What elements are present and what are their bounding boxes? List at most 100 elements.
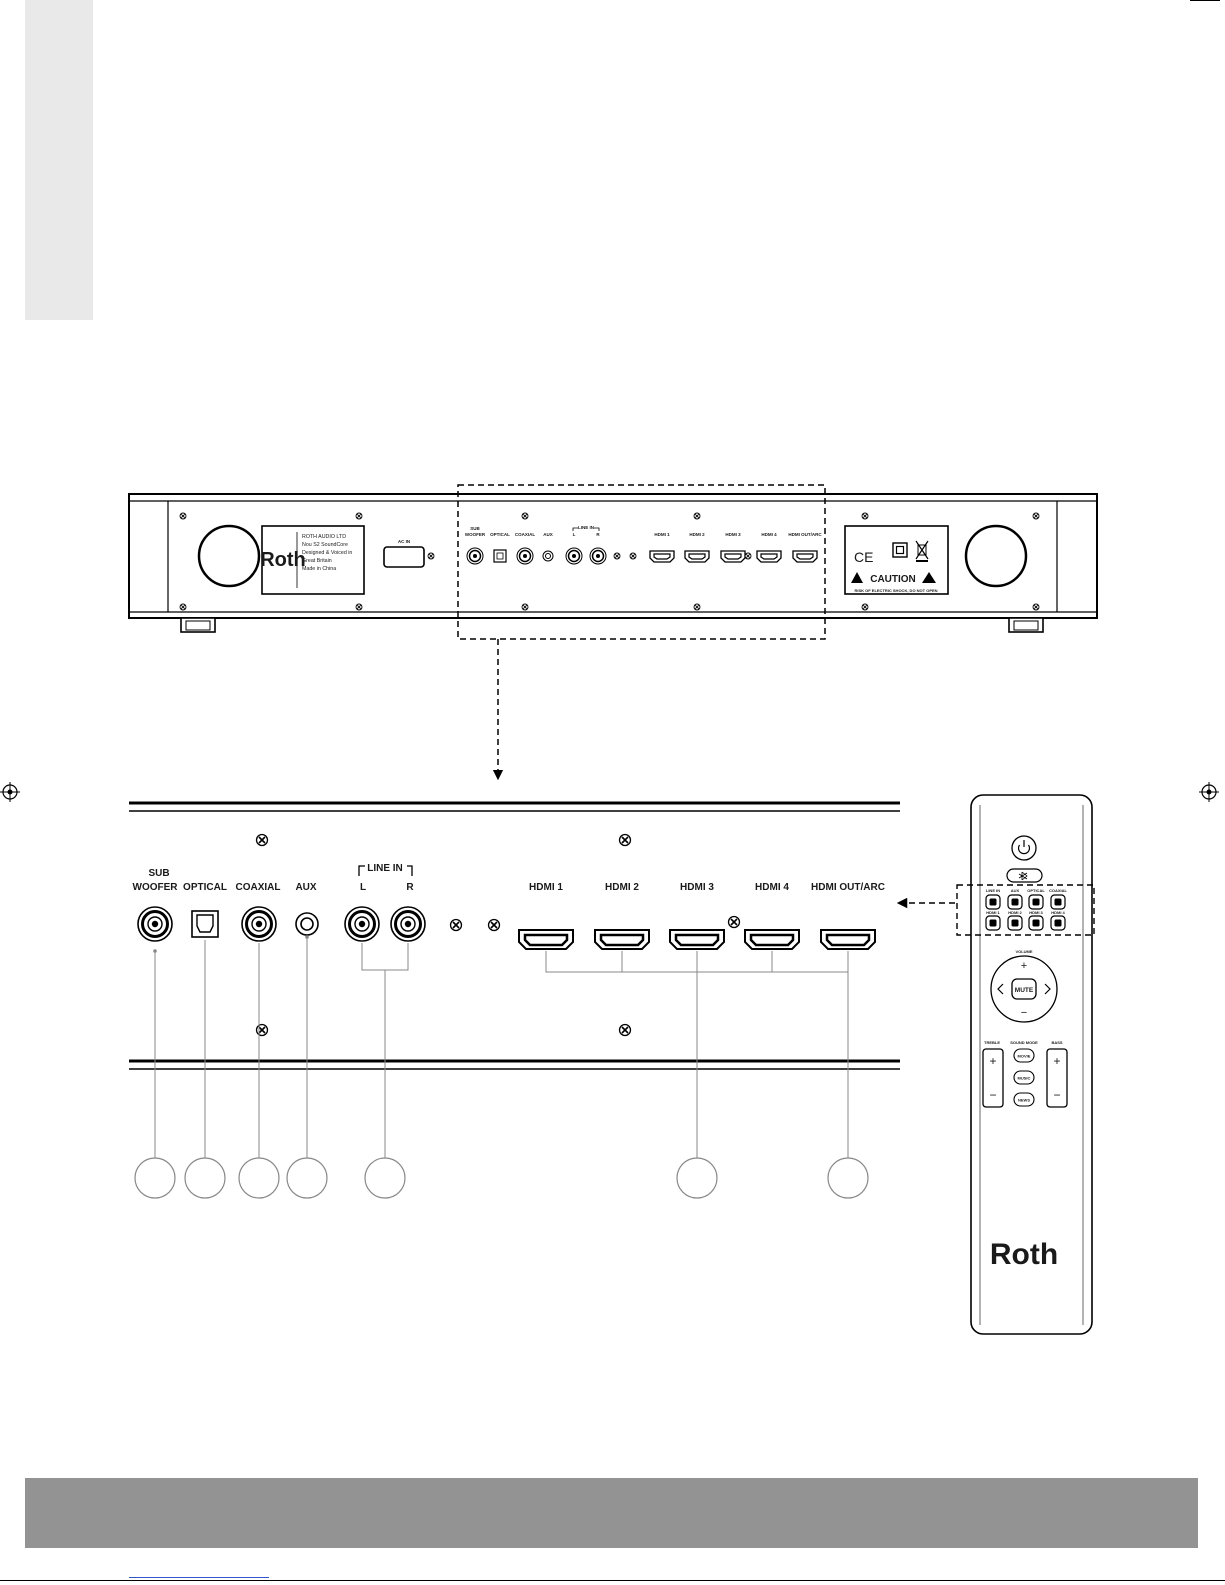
remote-hdmi3-button[interactable] xyxy=(1028,915,1044,931)
side-tab xyxy=(25,0,93,320)
line-in-left-label: L xyxy=(360,882,366,893)
mini-aux-label: AUX xyxy=(543,532,553,537)
remote-control: LINE IN AUX OPTICAL COAXIAL HDMI 1 HDMI … xyxy=(956,794,1095,1335)
line-in-right-jack xyxy=(389,905,427,943)
hdmi1-label: HDMI 1 xyxy=(529,882,563,893)
remote-hdmi3-label: HDMI 3 xyxy=(1029,910,1043,915)
hdmi4-port xyxy=(743,928,801,951)
remote-line-in-button[interactable] xyxy=(985,894,1001,910)
mini-hdmi-out-label: HDMI OUT/ARC xyxy=(788,532,822,537)
remote-line-in-label: LINE IN xyxy=(986,888,1000,893)
line-in-left-jack xyxy=(343,905,381,943)
callout-circle xyxy=(364,1157,406,1199)
remote-bluetooth-button[interactable] xyxy=(1006,868,1043,883)
chevron-right-icon[interactable] xyxy=(1044,983,1051,995)
remote-hdmi2-button[interactable] xyxy=(1007,915,1023,931)
bluetooth-icon xyxy=(1018,871,1028,881)
hdmi-out-arc-port xyxy=(819,928,877,951)
footer-bar xyxy=(25,1478,1198,1548)
plate-brand-logo: Roth xyxy=(260,549,306,571)
callout-circle xyxy=(827,1157,869,1199)
remote-bass-up: + xyxy=(1053,1054,1060,1068)
remote-hdmi1-button[interactable] xyxy=(985,915,1001,931)
coaxial-label: COAXIAL xyxy=(236,882,281,893)
hdmi2-port xyxy=(593,928,651,951)
remote-treble-rocker[interactable]: + − xyxy=(982,1048,1004,1108)
warning-icon xyxy=(851,572,863,583)
plate-line-3: Designed & Voiced in xyxy=(302,550,352,556)
callout-leaders xyxy=(154,937,849,1158)
mini-right-label: R xyxy=(596,532,600,537)
hdmi-out-arc-label: HDMI OUT/ARC xyxy=(811,882,885,893)
optical-label: OPTICAL xyxy=(183,882,227,893)
mini-sub-label-1: SUB xyxy=(470,526,480,531)
plate-line-5: Made in China xyxy=(302,566,336,572)
caution-title: CAUTION xyxy=(870,574,916,585)
callout-circle xyxy=(134,1157,176,1199)
remote-music-button[interactable]: MUSIC xyxy=(1013,1070,1035,1085)
remote-bass-rocker[interactable]: + − xyxy=(1046,1048,1068,1108)
remote-movie-label: MOVIE xyxy=(1018,1054,1031,1059)
plate-line-2: Nou S2 SoundCore xyxy=(302,542,348,548)
rating-plate: Roth ROTH AUDIO LTD Nou S2 SoundCore Des… xyxy=(260,525,365,595)
remote-optical-label: OPTICAL xyxy=(1027,888,1045,893)
soundbase-rear-panel: Roth ROTH AUDIO LTD Nou S2 SoundCore Des… xyxy=(128,484,1098,781)
remote-volume-up[interactable]: + xyxy=(1021,960,1027,972)
footer-link-underline xyxy=(129,1577,269,1578)
remote-brand-logo: Roth xyxy=(990,1238,1058,1271)
registration-mark xyxy=(1199,782,1219,802)
mini-hdmi4-label: HDMI 4 xyxy=(761,532,777,537)
remote-treble-down: − xyxy=(989,1088,996,1102)
weee-bin-icon xyxy=(915,540,929,560)
mini-hdmi3-label: HDMI 3 xyxy=(725,532,741,537)
warning-icon xyxy=(922,572,936,583)
remote-volume-down[interactable]: − xyxy=(1021,1007,1027,1019)
remote-input-buttons-frame xyxy=(956,884,1095,936)
remote-aux-label: AUX xyxy=(1011,888,1020,893)
remote-news-button[interactable]: NEWS xyxy=(1013,1092,1035,1107)
plate-line-1: ROTH AUDIO LTD xyxy=(302,534,346,540)
hdmi4-label: HDMI 4 xyxy=(755,882,789,893)
remote-mute-button[interactable]: MUTE xyxy=(1011,978,1037,1000)
mini-coaxial-label: COAXIAL xyxy=(515,532,536,537)
remote-aux-button[interactable] xyxy=(1007,894,1023,910)
optical-port xyxy=(191,910,219,938)
remote-bass-label: BASS xyxy=(1051,1040,1062,1045)
remote-movie-button[interactable]: MOVIE xyxy=(1013,1048,1035,1063)
callout-circle xyxy=(184,1157,226,1199)
ce-mark: CE xyxy=(854,549,873,565)
remote-mute-label: MUTE xyxy=(1015,987,1034,994)
sub-woofer-label-line2: WOOFER xyxy=(133,882,179,893)
plate-line-4: Great Britain xyxy=(302,558,332,564)
aux-label: AUX xyxy=(295,882,316,893)
bass-port-right xyxy=(964,524,1028,588)
chevron-left-icon[interactable] xyxy=(997,983,1004,995)
mini-hdmi2-label: HDMI 2 xyxy=(689,532,705,537)
sub-woofer-label-line1: SUB xyxy=(148,868,169,879)
remote-news-label: NEWS xyxy=(1018,1098,1030,1103)
bass-port-left xyxy=(197,524,261,588)
remote-hdmi2-label: HDMI 2 xyxy=(1008,910,1022,915)
callout-circle xyxy=(676,1157,718,1199)
line-in-right-label: R xyxy=(406,882,414,893)
aux-jack xyxy=(295,912,319,936)
hdmi3-port xyxy=(668,928,726,951)
callout-circle xyxy=(238,1157,280,1199)
callout-circle xyxy=(286,1157,328,1199)
remote-optical-button[interactable] xyxy=(1028,894,1044,910)
remote-hdmi4-button[interactable] xyxy=(1050,915,1066,931)
sub-woofer-jack xyxy=(136,905,174,943)
remote-hdmi1-label: HDMI 1 xyxy=(986,910,1000,915)
caution-label: CE CAUTION RISK OF ELECTRIC SHOCK, DO NO… xyxy=(844,525,949,595)
zoom-region-frame xyxy=(457,484,826,640)
remote-bass-down: − xyxy=(1053,1088,1060,1102)
remote-coaxial-button[interactable] xyxy=(1050,894,1066,910)
ac-in-socket xyxy=(383,546,425,568)
remote-coaxial-label: COAXIAL xyxy=(1049,888,1068,893)
registration-mark xyxy=(0,782,20,802)
remote-treble-up: + xyxy=(989,1054,996,1068)
remote-power-button[interactable] xyxy=(1011,835,1037,861)
hdmi2-label: HDMI 2 xyxy=(605,882,639,893)
callout-circles xyxy=(134,1157,869,1199)
hdmi3-label: HDMI 3 xyxy=(680,882,714,893)
